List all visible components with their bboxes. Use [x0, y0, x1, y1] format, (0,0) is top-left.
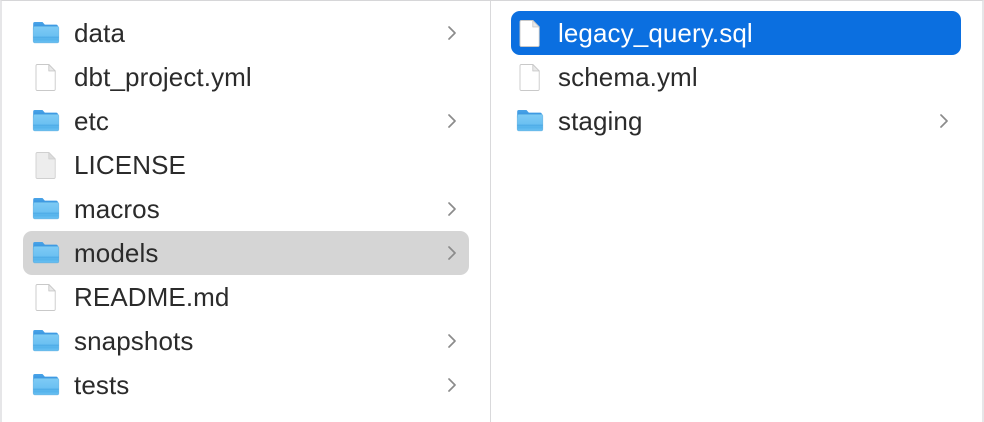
- document-icon: [32, 62, 60, 92]
- item-label: README.md: [74, 282, 230, 312]
- item-label: data: [74, 18, 126, 48]
- folder-icon: [32, 106, 60, 136]
- folder-icon: [32, 194, 60, 224]
- file-list-row-etc[interactable]: etc: [23, 99, 469, 143]
- file-list-row-macros[interactable]: macros: [23, 187, 469, 231]
- finder-column-parent[interactable]: data dbt_project.yml etc: [2, 1, 491, 422]
- item-label: etc: [74, 106, 109, 136]
- item-label: legacy_query.sql: [558, 18, 753, 48]
- file-list-row-legacy-query-sql[interactable]: legacy_query.sql: [511, 11, 961, 55]
- finder-column-child-list: legacy_query.sql schema.yml staging: [491, 1, 982, 143]
- item-label: tests: [74, 370, 130, 400]
- file-list-row-readme-md[interactable]: README.md: [23, 275, 469, 319]
- folder-icon: [32, 326, 60, 356]
- chevron-right-icon[interactable]: [937, 111, 951, 131]
- file-list-row-license[interactable]: LICENSE: [23, 143, 469, 187]
- item-label: macros: [74, 194, 160, 224]
- file-list-row-data[interactable]: data: [23, 11, 469, 55]
- chevron-right-icon[interactable]: [445, 199, 459, 219]
- folder-icon: [32, 238, 60, 268]
- folder-icon: [32, 370, 60, 400]
- document-icon: [32, 282, 60, 312]
- item-label: models: [74, 238, 159, 268]
- document-icon: [516, 18, 544, 48]
- finder-column-child[interactable]: legacy_query.sql schema.yml staging: [491, 1, 982, 422]
- item-label: schema.yml: [558, 62, 698, 92]
- chevron-right-icon[interactable]: [445, 375, 459, 395]
- chevron-right-icon[interactable]: [445, 243, 459, 263]
- file-list-row-dbt-project-yml[interactable]: dbt_project.yml: [23, 55, 469, 99]
- folder-icon: [516, 106, 544, 136]
- document-plain-icon: [32, 150, 60, 180]
- file-list-row-snapshots[interactable]: snapshots: [23, 319, 469, 363]
- finder-column-parent-list: data dbt_project.yml etc: [2, 1, 490, 407]
- chevron-right-icon[interactable]: [445, 111, 459, 131]
- folder-icon: [32, 18, 60, 48]
- chevron-right-icon[interactable]: [445, 23, 459, 43]
- file-list-row-schema-yml[interactable]: schema.yml: [511, 55, 961, 99]
- file-list-row-tests[interactable]: tests: [23, 363, 469, 407]
- file-list-row-models[interactable]: models: [23, 231, 469, 275]
- chevron-right-icon[interactable]: [445, 331, 459, 351]
- item-label: dbt_project.yml: [74, 62, 252, 92]
- item-label: snapshots: [74, 326, 194, 356]
- item-label: LICENSE: [74, 150, 186, 180]
- item-label: staging: [558, 106, 643, 136]
- file-list-row-staging[interactable]: staging: [511, 99, 961, 143]
- document-icon: [516, 62, 544, 92]
